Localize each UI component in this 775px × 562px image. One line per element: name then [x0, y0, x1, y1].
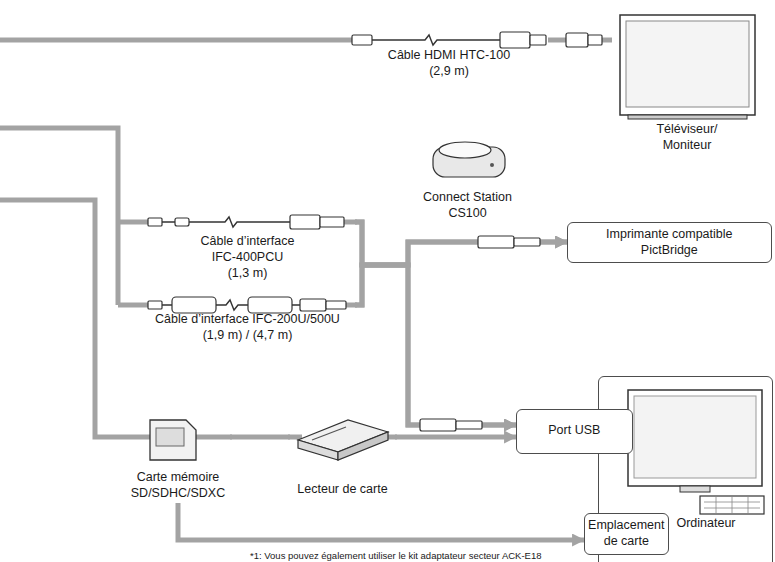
reader-slot — [312, 427, 346, 440]
tv-frame — [620, 15, 755, 115]
tv-screen — [626, 21, 749, 107]
device-label: Connect Station CS100 — [405, 132, 530, 222]
node-text: Ordinateur — [656, 516, 756, 532]
camera-wire — [0, 38, 354, 43]
reader-front — [298, 440, 338, 460]
usb-plug — [300, 299, 326, 311]
cable-wire — [162, 217, 290, 227]
node-text: (1,9 m) / (4,7 m) — [173, 328, 323, 344]
hdmi-plug — [530, 35, 546, 45]
node-text: Imprimante compatible PictBridge — [587, 227, 752, 258]
port-box: Port USB — [516, 409, 633, 454]
slot-box: Emplacement de carte — [584, 513, 669, 555]
cable-connector — [230, 435, 290, 440]
mini-plug — [148, 218, 162, 226]
hdmi-plug — [500, 32, 530, 48]
footnote: *1: Vous pouvez également utiliser le ki… — [250, 550, 542, 561]
cable-label: Câble HDMI HTC-100(2,9 m) — [350, 30, 548, 86]
computer-box: OrdinateurPort USBEmplacement de carte — [598, 376, 773, 562]
usb-plug — [478, 236, 514, 248]
cable-wire — [372, 35, 500, 45]
node-text: Téléviseur/ Moniteur — [645, 122, 730, 153]
printer-box: Imprimante compatible PictBridge — [567, 222, 772, 263]
node-text: (2,9 m) — [399, 64, 499, 80]
usb-plug — [456, 421, 482, 429]
usb-plug — [326, 301, 346, 309]
cable-connector — [178, 503, 584, 540]
keyboard — [700, 496, 764, 514]
ferrite-core — [172, 297, 216, 313]
node-text: Câble HDMI HTC-100 — [354, 48, 544, 64]
cable-label: Câble d’interface IFC-200U/500U(1,9 m) /… — [140, 295, 355, 355]
monitor-frame — [628, 390, 762, 486]
reader-item: Lecteur de carte — [290, 415, 395, 500]
node-text: Connect Station CS100 — [412, 190, 524, 221]
node-text: Emplacement de carte — [586, 518, 666, 549]
sd-card-label — [156, 428, 184, 446]
usb-plug — [420, 419, 456, 431]
node-text: (1,3 m) — [208, 266, 288, 282]
camera-wire — [0, 200, 152, 437]
usb-plug — [514, 238, 540, 246]
ferrite-core — [175, 218, 189, 226]
cable-connector — [355, 265, 516, 425]
node-text: Câble d’interface IFC-400PCU — [189, 234, 307, 265]
hdmi-plug — [566, 33, 588, 47]
hdmi-plug — [352, 35, 372, 45]
node-text: Carte mémoire SD/SDHC/SDXC — [126, 470, 230, 501]
node-text: Câble d’interface IFC-200U/500U — [142, 312, 354, 328]
station-led — [490, 163, 494, 167]
node-text: Lecteur de carte — [290, 482, 395, 498]
cable-connector — [395, 435, 516, 440]
camera-wire — [0, 128, 150, 305]
ferrite-core — [248, 297, 292, 313]
keyboard-keys — [704, 497, 760, 513]
usb-plug — [290, 215, 320, 229]
monitor-screen — [634, 396, 756, 478]
monitor-device: Téléviseur/ Moniteur — [612, 10, 762, 158]
station-top — [439, 142, 491, 158]
reader-side — [338, 432, 388, 460]
sd-card — [150, 420, 196, 460]
cable-label: Câble d’interface IFC-400PCU(1,3 m) — [140, 212, 355, 284]
cable-connector — [355, 242, 567, 305]
hdmi-plug — [588, 35, 602, 45]
cable-connector — [355, 222, 516, 425]
usb-plug — [320, 217, 344, 227]
mini-plug — [148, 301, 162, 309]
card-item: Carte mémoire SD/SDHC/SDXC — [126, 415, 230, 503]
monitor-stand — [680, 486, 710, 492]
node-text: Port USB — [519, 423, 629, 439]
tv-base — [628, 115, 747, 119]
